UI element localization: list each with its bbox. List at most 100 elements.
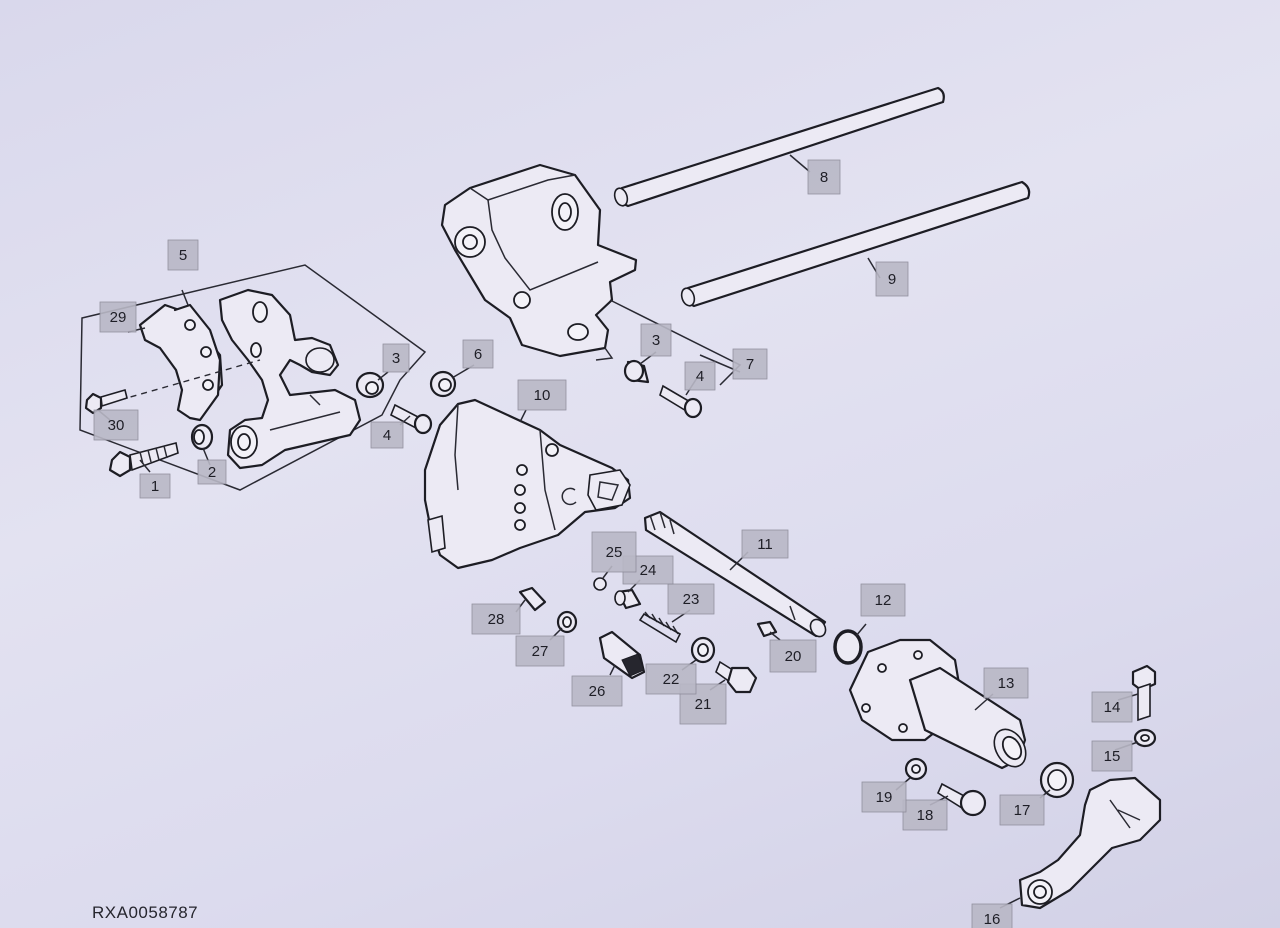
- bolt-part-18: [936, 782, 987, 817]
- rod-part-9: [680, 180, 1031, 308]
- spring-part-23: [638, 611, 682, 644]
- callout-c8: 8: [807, 159, 841, 195]
- callout-number: 25: [606, 544, 623, 561]
- callout-c22: 22: [645, 663, 697, 695]
- callout-number: 27: [532, 643, 549, 660]
- washer-part-19: [904, 757, 928, 781]
- housing-part-7: [440, 163, 638, 361]
- nut-part-6: [429, 370, 457, 398]
- callout-c13: 13: [983, 667, 1029, 699]
- callout-number: 13: [998, 675, 1015, 692]
- callout-c7: 7: [732, 348, 768, 380]
- callout-box: [571, 675, 623, 707]
- callout-number: 17: [1014, 802, 1031, 819]
- callout-c4a: 4: [370, 421, 404, 449]
- callout-number: 6: [474, 346, 482, 363]
- callout-number: 28: [488, 611, 505, 628]
- washer-part-22: [690, 636, 716, 664]
- callout-c12: 12: [860, 583, 906, 617]
- callout-number: 16: [984, 911, 1001, 928]
- callout-box: [99, 301, 137, 333]
- bushing-part-17: [1039, 761, 1075, 799]
- bushing-part-3-left: [355, 371, 385, 399]
- callout-number: 5: [179, 247, 187, 264]
- callout-box: [517, 379, 567, 411]
- callout-c26: 26: [571, 675, 623, 707]
- callout-c10: 10: [517, 379, 567, 411]
- callout-number: 26: [589, 683, 606, 700]
- pin-part-4-right: [659, 384, 703, 419]
- callout-box: [591, 531, 637, 573]
- callout-c27: 27: [515, 635, 565, 667]
- bracket-part-29: [138, 303, 224, 422]
- callout-box: [983, 667, 1029, 699]
- callout-number: 1: [151, 478, 159, 495]
- sleeve-housing-part-13: [848, 638, 1027, 770]
- callout-box: [167, 239, 199, 271]
- callout-c14: 14: [1091, 691, 1133, 723]
- callout-number: 14: [1104, 699, 1121, 716]
- callout-box: [861, 781, 907, 813]
- callout-c17: 17: [999, 794, 1045, 826]
- callout-box: [370, 421, 404, 449]
- callout-box: [684, 361, 716, 391]
- callout-c11: 11: [741, 529, 789, 559]
- plug-part-28: [518, 586, 547, 612]
- piston-part-24: [614, 588, 642, 610]
- callout-box: [807, 159, 841, 195]
- fitting-part-26: [598, 630, 646, 680]
- shaft-part-11: [643, 510, 827, 638]
- callout-box: [769, 639, 817, 673]
- callout-number: 7: [746, 356, 754, 373]
- callout-box: [93, 409, 139, 441]
- callout-c5: 5: [167, 239, 199, 271]
- callout-box: [875, 261, 909, 297]
- callout-c20: 20: [769, 639, 817, 673]
- callout-box: [645, 663, 697, 695]
- callout-c1: 1: [139, 473, 171, 499]
- pin-part-4-left: [389, 403, 433, 435]
- callout-number: 10: [534, 387, 551, 404]
- callout-number: 24: [640, 562, 657, 579]
- callout-number: 20: [785, 648, 802, 665]
- callout-box: [667, 583, 715, 615]
- callout-box: [640, 323, 672, 357]
- callout-c3a: 3: [382, 343, 410, 373]
- callout-number: 29: [110, 309, 127, 326]
- callout-c25: 25: [591, 531, 637, 573]
- callout-number: 21: [695, 696, 712, 713]
- callout-number: 8: [820, 169, 828, 186]
- callout-number: 23: [683, 591, 700, 608]
- washer-part-15: [1133, 728, 1157, 748]
- callout-box: [971, 903, 1013, 928]
- callout-box: [1091, 740, 1133, 772]
- o-ring-part-12: [833, 629, 863, 665]
- assembly-axis-line: [119, 359, 261, 401]
- callout-box: [462, 339, 494, 369]
- callout-number: 12: [875, 592, 892, 609]
- callout-number: 2: [208, 464, 216, 481]
- callout-c18: 18: [902, 799, 948, 831]
- callout-box: [999, 794, 1045, 826]
- callout-box: [1091, 691, 1133, 723]
- callout-number: 3: [652, 332, 660, 349]
- valve-body-part-10: [423, 398, 632, 570]
- bolt-part-21: [715, 660, 758, 694]
- callout-number: 18: [917, 807, 934, 824]
- diagram-reference-code: RXA0058787: [92, 903, 199, 922]
- callout-box: [860, 583, 906, 617]
- callout-c29: 29: [99, 301, 137, 333]
- lever-part-16: [1018, 776, 1162, 910]
- callout-c19: 19: [861, 781, 907, 813]
- callout-c3b: 3: [640, 323, 672, 357]
- bushing-part-2: [190, 423, 214, 451]
- callout-labels: 1233445678910111213141516171819202122232…: [93, 159, 1133, 928]
- seal-ring-part-27: [556, 610, 578, 634]
- bracket-part-5: [218, 288, 362, 470]
- callout-number: 9: [888, 271, 896, 288]
- callout-number: 11: [757, 536, 773, 553]
- callout-c23: 23: [667, 583, 715, 615]
- callout-box: [139, 473, 171, 499]
